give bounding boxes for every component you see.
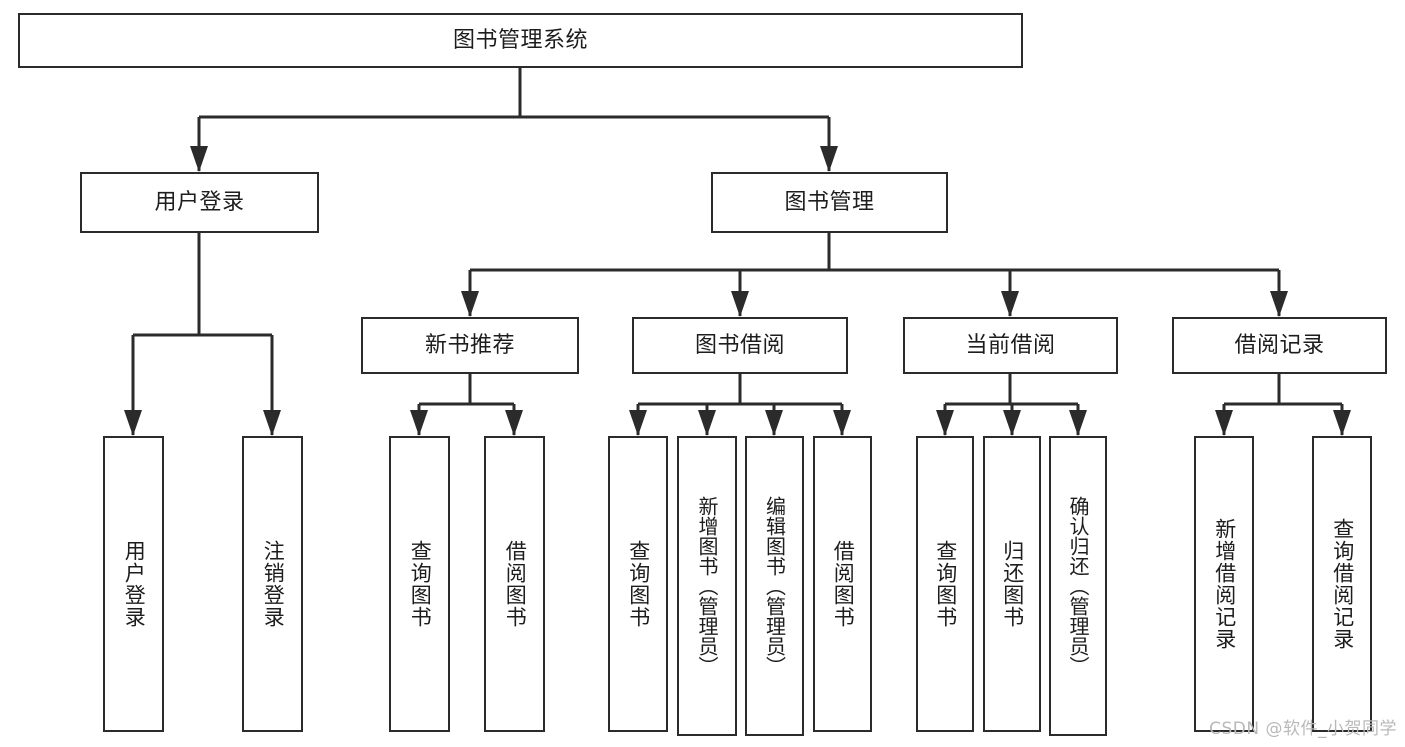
- node-leaf-query-record[interactable]: 查询借阅记录: [1312, 436, 1372, 732]
- node-leaf-add-book[interactable]: 新增图书（管理员）: [677, 436, 737, 736]
- arrow-head: [833, 410, 851, 436]
- node-current-borrow[interactable]: 当前借阅: [903, 317, 1118, 374]
- node-label: 图书管理系统: [452, 27, 588, 53]
- arrow-head: [410, 410, 428, 436]
- node-label: 查询图书: [408, 540, 433, 628]
- node-leaf-logout[interactable]: 注销登录: [242, 436, 303, 732]
- node-label: 用户登录: [154, 189, 245, 215]
- node-label: 查询借阅记录: [1330, 518, 1355, 650]
- node-label: 归还图书: [1000, 540, 1025, 628]
- arrow-head: [124, 410, 142, 436]
- node-label: 借阅图书: [503, 540, 528, 628]
- node-book-manage[interactable]: 图书管理: [711, 172, 948, 233]
- node-user-login[interactable]: 用户登录: [80, 172, 319, 233]
- node-leaf-user-login[interactable]: 用户登录: [103, 436, 164, 732]
- node-leaf-borrow-book[interactable]: 借阅图书: [813, 436, 872, 732]
- arrow-head: [1333, 410, 1351, 436]
- node-leaf-add-record[interactable]: 新增借阅记录: [1194, 436, 1254, 732]
- node-leaf-borrow-book-rec[interactable]: 借阅图书: [484, 436, 545, 732]
- arrow-head: [820, 146, 838, 172]
- node-leaf-return-book[interactable]: 归还图书: [983, 436, 1041, 732]
- arrow-head: [629, 410, 647, 436]
- node-leaf-query-book-rec[interactable]: 查询图书: [389, 436, 450, 732]
- arrow-head: [1003, 410, 1021, 436]
- node-new-book-rec[interactable]: 新书推荐: [361, 317, 579, 374]
- node-label: 用户登录: [122, 540, 147, 628]
- node-label: 图书管理: [784, 189, 875, 215]
- arrow-head: [1069, 410, 1087, 436]
- node-label: 当前借阅: [965, 332, 1056, 358]
- node-root[interactable]: 图书管理系统: [18, 13, 1023, 68]
- node-label: 查询图书: [626, 540, 651, 628]
- node-label: 确认归还（管理员）: [1066, 496, 1090, 676]
- arrow-head: [1001, 291, 1019, 317]
- node-label: 注销登录: [261, 540, 286, 628]
- arrow-head: [263, 410, 281, 436]
- arrow-head: [461, 291, 479, 317]
- node-label: 借阅图书: [831, 540, 856, 628]
- node-borrow-record[interactable]: 借阅记录: [1172, 317, 1387, 374]
- node-leaf-query-book-borrow[interactable]: 查询图书: [608, 436, 668, 732]
- node-leaf-confirm-return[interactable]: 确认归还（管理员）: [1049, 436, 1107, 736]
- node-leaf-edit-book[interactable]: 编辑图书（管理员）: [745, 436, 804, 736]
- arrow-head: [505, 410, 523, 436]
- node-leaf-query-book-cur[interactable]: 查询图书: [916, 436, 974, 732]
- node-label: 查询图书: [933, 540, 958, 628]
- node-label: 新增借阅记录: [1212, 518, 1237, 650]
- node-label: 新增图书（管理员）: [695, 496, 719, 676]
- arrow-head: [190, 146, 208, 172]
- node-label: 借阅记录: [1234, 332, 1325, 358]
- node-label: 编辑图书（管理员）: [762, 496, 787, 676]
- arrow-head: [698, 410, 716, 436]
- arrow-head: [1215, 410, 1233, 436]
- arrow-head: [1270, 291, 1288, 317]
- node-label: 图书借阅: [694, 332, 785, 358]
- arrow-head: [731, 291, 749, 317]
- node-label: 新书推荐: [424, 332, 515, 358]
- arrow-head: [936, 410, 954, 436]
- node-book-borrow[interactable]: 图书借阅: [632, 317, 848, 374]
- watermark-label: CSDN @软件_小贺同学: [1209, 719, 1397, 739]
- arrow-head: [765, 410, 783, 436]
